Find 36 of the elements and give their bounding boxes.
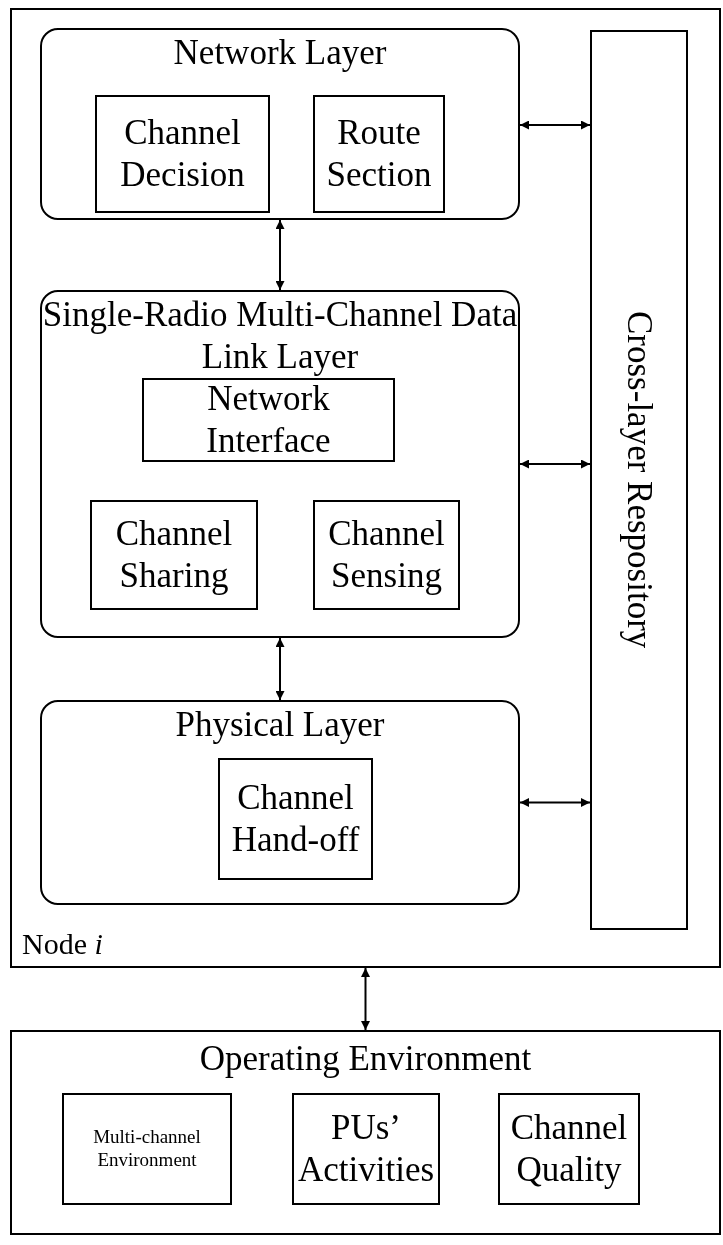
layer-box (40, 290, 520, 638)
double-arrow (275, 637, 285, 701)
process-box (90, 500, 258, 610)
node-label: Channel Sensing (327, 513, 446, 597)
process-box (218, 758, 373, 880)
node-label: Channel Sharing (114, 513, 234, 597)
container-box (10, 1030, 721, 1235)
node-label: Network Interface (205, 378, 332, 462)
layer-box (40, 28, 520, 220)
container-box (10, 8, 721, 968)
double-arrow (519, 459, 591, 469)
node-label: Channel Hand-off (230, 777, 361, 861)
node-label: Network Layer (173, 32, 387, 74)
node-label: Physical Layer (175, 704, 385, 746)
process-box (313, 95, 445, 213)
node-label: PUs’ Activities (296, 1107, 436, 1191)
process-box (62, 1093, 232, 1205)
repository-bar (590, 30, 688, 930)
process-box (313, 500, 460, 610)
process-box (292, 1093, 440, 1205)
process-box (95, 95, 270, 213)
node-label: Cross-layer Respository (619, 311, 660, 649)
node-label: Channel Quality (509, 1107, 629, 1191)
double-arrow (361, 967, 370, 1031)
process-box (498, 1093, 640, 1205)
node-label: Route Section (325, 112, 433, 196)
node-label: Channel Decision (119, 112, 246, 196)
node-label: Single-Radio Multi-Channel Data Link Layer (42, 294, 518, 378)
double-arrow (519, 120, 591, 130)
double-arrow (519, 798, 591, 807)
node-label: Node i (22, 926, 103, 962)
layer-box (40, 700, 520, 905)
node-label: Multi-channel Environment (92, 1126, 202, 1172)
double-arrow (275, 219, 285, 291)
process-box (142, 378, 395, 462)
node-label: Operating Environment (199, 1038, 532, 1080)
